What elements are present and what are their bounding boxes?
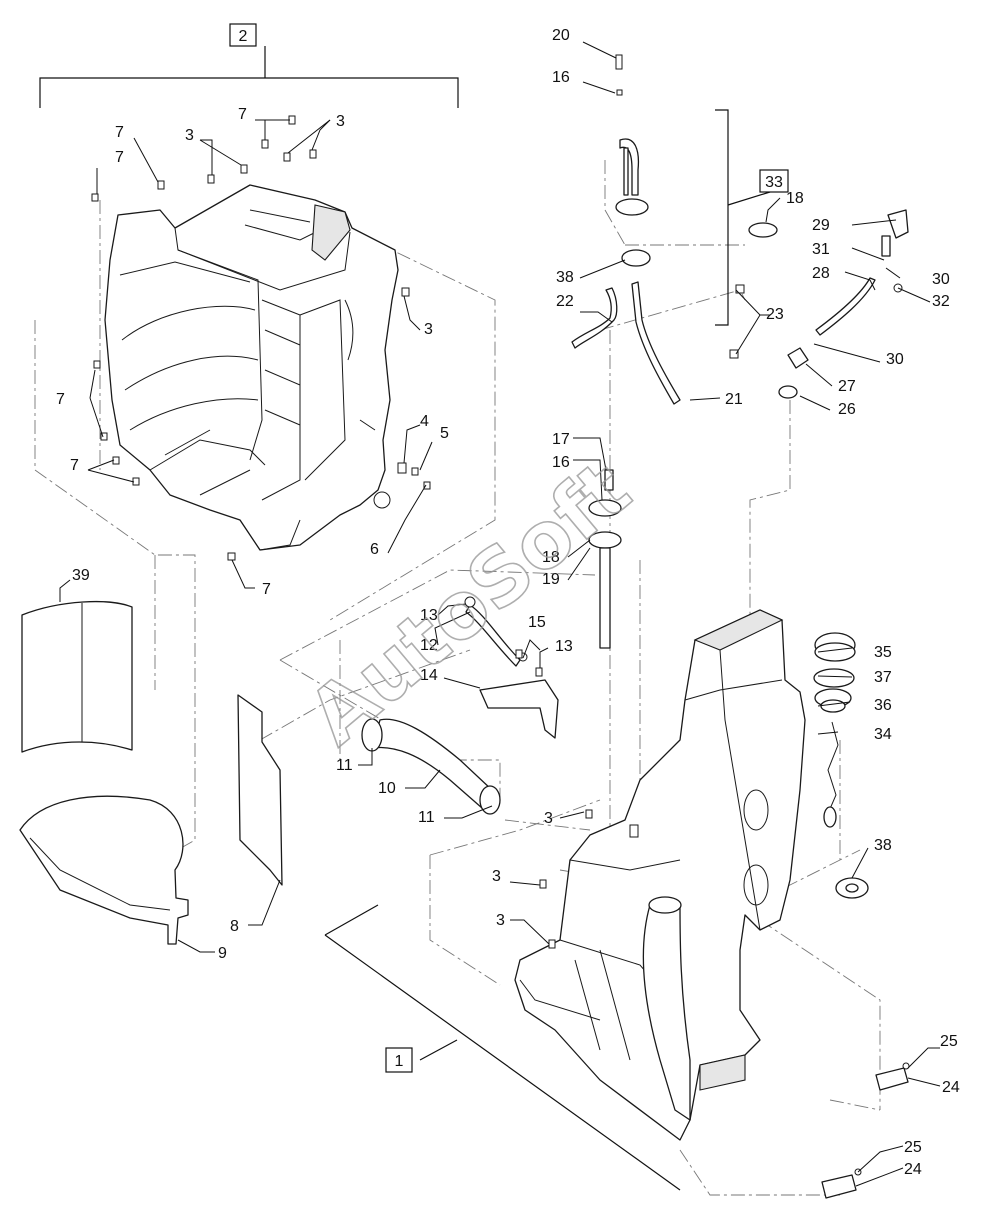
- callout-3: 3: [185, 127, 194, 144]
- callout-27: 27: [838, 378, 856, 395]
- callout-26: 26: [838, 401, 856, 418]
- callout-11: 11: [336, 757, 353, 774]
- callout-18: 18: [786, 190, 804, 207]
- callout-7: 7: [70, 457, 79, 474]
- callout-25: 25: [940, 1033, 958, 1050]
- hose-assembly: [361, 596, 559, 815]
- callout-31: 31: [812, 241, 830, 258]
- callout-7: 7: [238, 106, 247, 123]
- shield-8: [237, 694, 283, 886]
- shield-39: [21, 600, 133, 753]
- callout-10: 10: [378, 780, 396, 797]
- callout-14: 14: [420, 667, 438, 684]
- phantom-lines: [34, 160, 881, 1196]
- callout-6: 6: [370, 541, 379, 558]
- callout-4: 4: [420, 413, 429, 430]
- callout-8: 8: [230, 918, 239, 935]
- callout-3: 3: [424, 321, 433, 338]
- callout-16: 16: [552, 454, 570, 471]
- callout-2: 2: [239, 28, 248, 45]
- callout-39: 39: [72, 567, 90, 584]
- callout-5: 5: [440, 425, 449, 442]
- callout-7: 7: [262, 581, 271, 598]
- fasteners-upper: [91, 115, 431, 561]
- callout-3: 3: [492, 868, 501, 885]
- callout-21: 21: [725, 391, 743, 408]
- assembly-33-bracket: 33: [715, 109, 789, 326]
- callout-13: 13: [420, 607, 438, 624]
- callout-15: 15: [528, 614, 546, 631]
- filler-neck-group: [778, 209, 909, 399]
- callout-24: 24: [904, 1161, 922, 1178]
- callout-3: 3: [496, 912, 505, 929]
- callout-32: 32: [932, 293, 950, 310]
- callout-19: 19: [542, 571, 560, 588]
- callout-9: 9: [218, 945, 227, 962]
- callout-28: 28: [812, 265, 830, 282]
- callout-30: 30: [886, 351, 904, 368]
- lower-tank: [514, 609, 806, 1141]
- callout-7: 7: [115, 149, 124, 166]
- callout-3: 3: [544, 810, 553, 827]
- assembly-1-bracket: 1: [324, 904, 681, 1191]
- callout-12: 12: [420, 637, 438, 654]
- callout-33: 33: [765, 174, 783, 191]
- callout-29: 29: [812, 217, 830, 234]
- upper-pipe-group: [571, 54, 778, 405]
- callout-25: 25: [904, 1139, 922, 1156]
- callout-36: 36: [874, 697, 892, 714]
- cap-group: [813, 632, 869, 899]
- callout-35: 35: [874, 644, 892, 661]
- upper-tank: [91, 115, 431, 561]
- sender-unit: [588, 469, 622, 649]
- shield-9: [19, 795, 189, 945]
- callout-20: 20: [552, 27, 570, 44]
- callout-7: 7: [115, 124, 124, 141]
- callout-38: 38: [874, 837, 892, 854]
- callout-1: 1: [395, 1053, 404, 1070]
- callout-30: 30: [932, 271, 950, 288]
- callout-3: 3: [336, 113, 345, 130]
- callout-18: 18: [542, 549, 560, 566]
- assembly-2-bracket: 2: [39, 23, 459, 108]
- callout-37: 37: [874, 669, 892, 686]
- callout-34: 34: [874, 726, 892, 743]
- bracket-plates: [821, 1062, 910, 1199]
- callout-labels: 20 16 7 7 3 7 3 18 29 31 30 28 32 38 22 …: [56, 27, 960, 1178]
- callout-13: 13: [555, 638, 573, 655]
- callout-38: 38: [556, 269, 574, 286]
- callout-7: 7: [56, 391, 65, 408]
- callout-16: 16: [552, 69, 570, 86]
- callout-22: 22: [556, 293, 574, 310]
- callout-24: 24: [942, 1079, 960, 1096]
- callout-17: 17: [552, 431, 570, 448]
- callout-23: 23: [766, 306, 784, 323]
- leader-lines: [59, 41, 941, 1187]
- callout-11: 11: [418, 809, 435, 826]
